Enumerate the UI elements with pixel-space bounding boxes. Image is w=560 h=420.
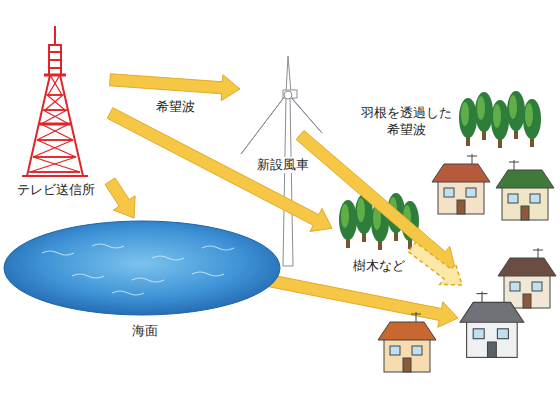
radio-wave-arrow: [107, 108, 332, 232]
edge-label: 希望波: [156, 98, 195, 115]
wind-turbine: [241, 56, 322, 266]
node-label: 樹木など: [332, 258, 426, 274]
radio-wave-arrow: [110, 74, 240, 101]
wind-turbine: 新設風車: [240, 55, 326, 270]
sea-surface: 海面: [2, 218, 288, 343]
node-label: 海面: [2, 323, 288, 339]
radio-wave-arrow: [105, 178, 135, 218]
node-label: 新設風車: [255, 157, 311, 173]
sea-ellipse: [2, 218, 282, 318]
trees: [459, 91, 541, 148]
tv-transmitter: テレビ送信所: [2, 35, 110, 200]
node-label: テレビ送信所: [2, 182, 110, 198]
annotation-label: 羽根を透過した 希望波: [356, 104, 456, 138]
trees: 樹木など: [332, 190, 426, 278]
tv-tower: [22, 26, 88, 176]
